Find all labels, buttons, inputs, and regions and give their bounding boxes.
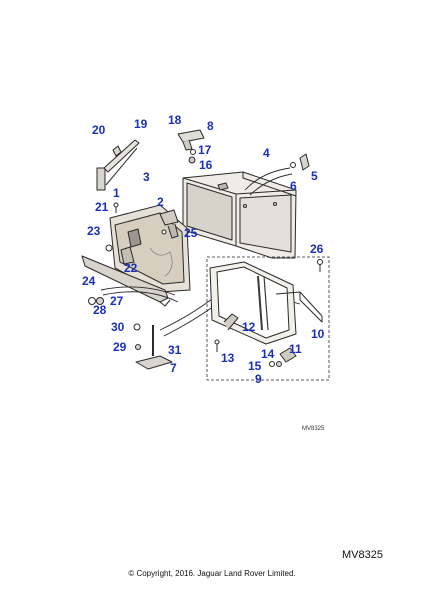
hinge-bracket-group	[177, 129, 205, 164]
callout-16[interactable]: 16	[199, 158, 213, 172]
lid-hinge	[159, 209, 179, 239]
callout-12[interactable]: 12	[242, 320, 256, 334]
callout-1[interactable]: 1	[113, 186, 120, 200]
stay-bracket-assembly	[96, 139, 140, 213]
side-rail	[81, 255, 171, 307]
callout-14[interactable]: 14	[261, 347, 275, 361]
callout-18[interactable]: 18	[168, 113, 182, 127]
box-body	[182, 171, 297, 259]
callout-27[interactable]: 27	[110, 294, 124, 308]
callout-11[interactable]: 11	[289, 342, 302, 356]
callout-17[interactable]: 17	[198, 143, 212, 157]
callout-31[interactable]: 31	[168, 343, 182, 357]
callout-3[interactable]: 3	[143, 170, 150, 184]
frame-assembly	[206, 256, 330, 381]
diagram-reference-code: MV8325	[342, 549, 383, 561]
diagram-small-reference: MV8325	[302, 426, 325, 432]
callout-20[interactable]: 20	[92, 123, 106, 137]
callout-22[interactable]: 22	[124, 261, 138, 275]
callout-8[interactable]: 8	[207, 119, 214, 133]
callout-5[interactable]: 5	[311, 169, 318, 183]
fixings-27-28	[88, 297, 104, 305]
callout-13[interactable]: 13	[221, 351, 235, 365]
callout-7[interactable]: 7	[170, 361, 177, 375]
callout-25[interactable]: 25	[184, 226, 198, 240]
copyright-notice: © Copyright, 2016. Jaguar Land Rover Lim…	[128, 569, 296, 578]
callout-24[interactable]: 24	[82, 274, 96, 288]
side-catch	[290, 153, 310, 171]
callout-10[interactable]: 10	[311, 327, 325, 341]
callout-19[interactable]: 19	[134, 117, 148, 131]
screw-26	[317, 259, 323, 272]
callout-2[interactable]: 2	[157, 195, 164, 209]
callout-29[interactable]: 29	[113, 340, 127, 354]
callout-9[interactable]: 9	[255, 372, 262, 386]
callout-15[interactable]: 15	[248, 359, 262, 373]
pin-and-plate	[133, 323, 173, 370]
callout-21[interactable]: 21	[95, 200, 109, 214]
callout-6[interactable]: 6	[290, 179, 297, 193]
callout-26[interactable]: 26	[310, 242, 324, 256]
callout-23[interactable]: 23	[87, 224, 101, 238]
callout-30[interactable]: 30	[111, 320, 125, 334]
callout-28[interactable]: 28	[93, 303, 107, 317]
callout-4[interactable]: 4	[263, 146, 270, 160]
